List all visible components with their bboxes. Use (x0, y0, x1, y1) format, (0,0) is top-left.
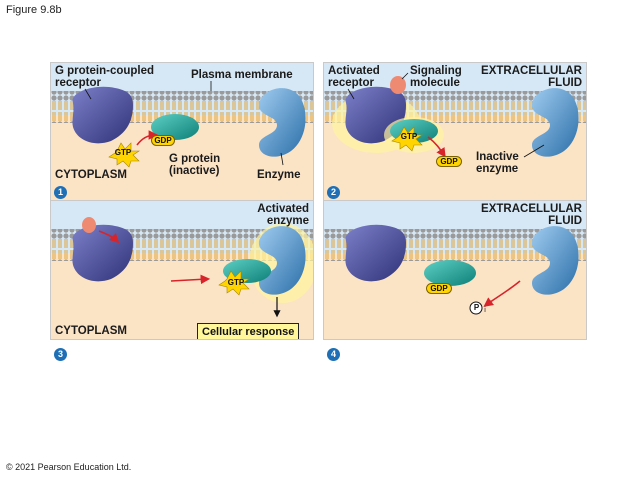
gtp-burst (391, 126, 423, 152)
release-arrow (98, 230, 120, 244)
g-protein-label: G protein (inactive) (169, 153, 221, 177)
enzyme-shape (531, 226, 579, 295)
enzyme-shape (531, 88, 579, 157)
g-protein-shape (424, 260, 476, 286)
receptor-shape (345, 224, 406, 282)
extracellular-label: EXTRACELLULAR FLUID (481, 203, 582, 227)
copyright-notice: © 2021 Pearson Education Ltd. (6, 462, 132, 472)
panel-1: G protein-coupled receptor Plasma membra… (50, 62, 314, 202)
gtp-label: GTP (114, 148, 132, 157)
enzyme-leader (280, 152, 284, 166)
receptor-leader (347, 88, 355, 100)
panel-4: EXTRACELLULAR FLUID GDP P i (323, 200, 587, 340)
step-3-badge: 3 (54, 348, 67, 361)
gtp-label: GTP (400, 132, 418, 141)
cellular-response-box: Cellular response (197, 323, 300, 339)
activated-enzyme-label: Activated enzyme (257, 203, 309, 227)
step-2-badge: 2 (327, 186, 340, 199)
gtp-burst (108, 142, 140, 168)
inactive-enzyme-leader (523, 144, 545, 158)
gtp-burst (218, 270, 250, 296)
phosphate-circle (469, 301, 483, 315)
gdp-badge: GDP (151, 135, 175, 146)
gpcr-label: G protein-coupled receptor (55, 65, 155, 89)
movement-arrow (170, 274, 211, 285)
gtp-label: GTP (227, 278, 245, 287)
signaling-molecule-shape (82, 217, 96, 233)
panel-2: Activated receptor Signaling molecule EX… (323, 62, 587, 202)
cytoplasm-label: CYTOPLASM (55, 169, 127, 181)
g-protein-shape (151, 114, 199, 140)
panel-3: Activated enzyme GTP Cellular response C… (50, 200, 314, 340)
panel-1-illustration (51, 63, 313, 201)
figure-title: Figure 9.8b (6, 4, 62, 16)
release-arrow (427, 136, 446, 158)
panel-3-illustration (51, 201, 313, 339)
signaling-molecule-shape (390, 76, 406, 94)
gdp-badge: GDP (436, 156, 462, 167)
membrane-label: Plasma membrane (191, 69, 293, 81)
activated-receptor-label: Activated receptor (328, 65, 380, 89)
receptor-shape (72, 86, 133, 144)
cytoplasm-label: CYTOPLASM (55, 325, 127, 337)
step-4-badge: 4 (327, 348, 340, 361)
phosphate-arrow (483, 280, 521, 307)
inactive-enzyme-label: Inactive enzyme (476, 151, 519, 175)
panel-2-illustration (324, 63, 586, 201)
gdp-badge: GDP (426, 283, 452, 294)
signaling-leader (401, 72, 409, 80)
phosphate-subscript: i (484, 307, 486, 314)
phosphate-label: P (473, 303, 480, 312)
enzyme-label: Enzyme (257, 169, 301, 181)
enzyme-shape (258, 88, 306, 157)
panel-4-illustration (324, 201, 586, 339)
gpcr-leader (84, 88, 92, 100)
signaling-molecule-label: Signaling molecule (410, 65, 462, 89)
enzyme-shape (258, 226, 306, 295)
step-1-badge: 1 (54, 186, 67, 199)
extracellular-label: EXTRACELLULAR FLUID (481, 65, 582, 89)
